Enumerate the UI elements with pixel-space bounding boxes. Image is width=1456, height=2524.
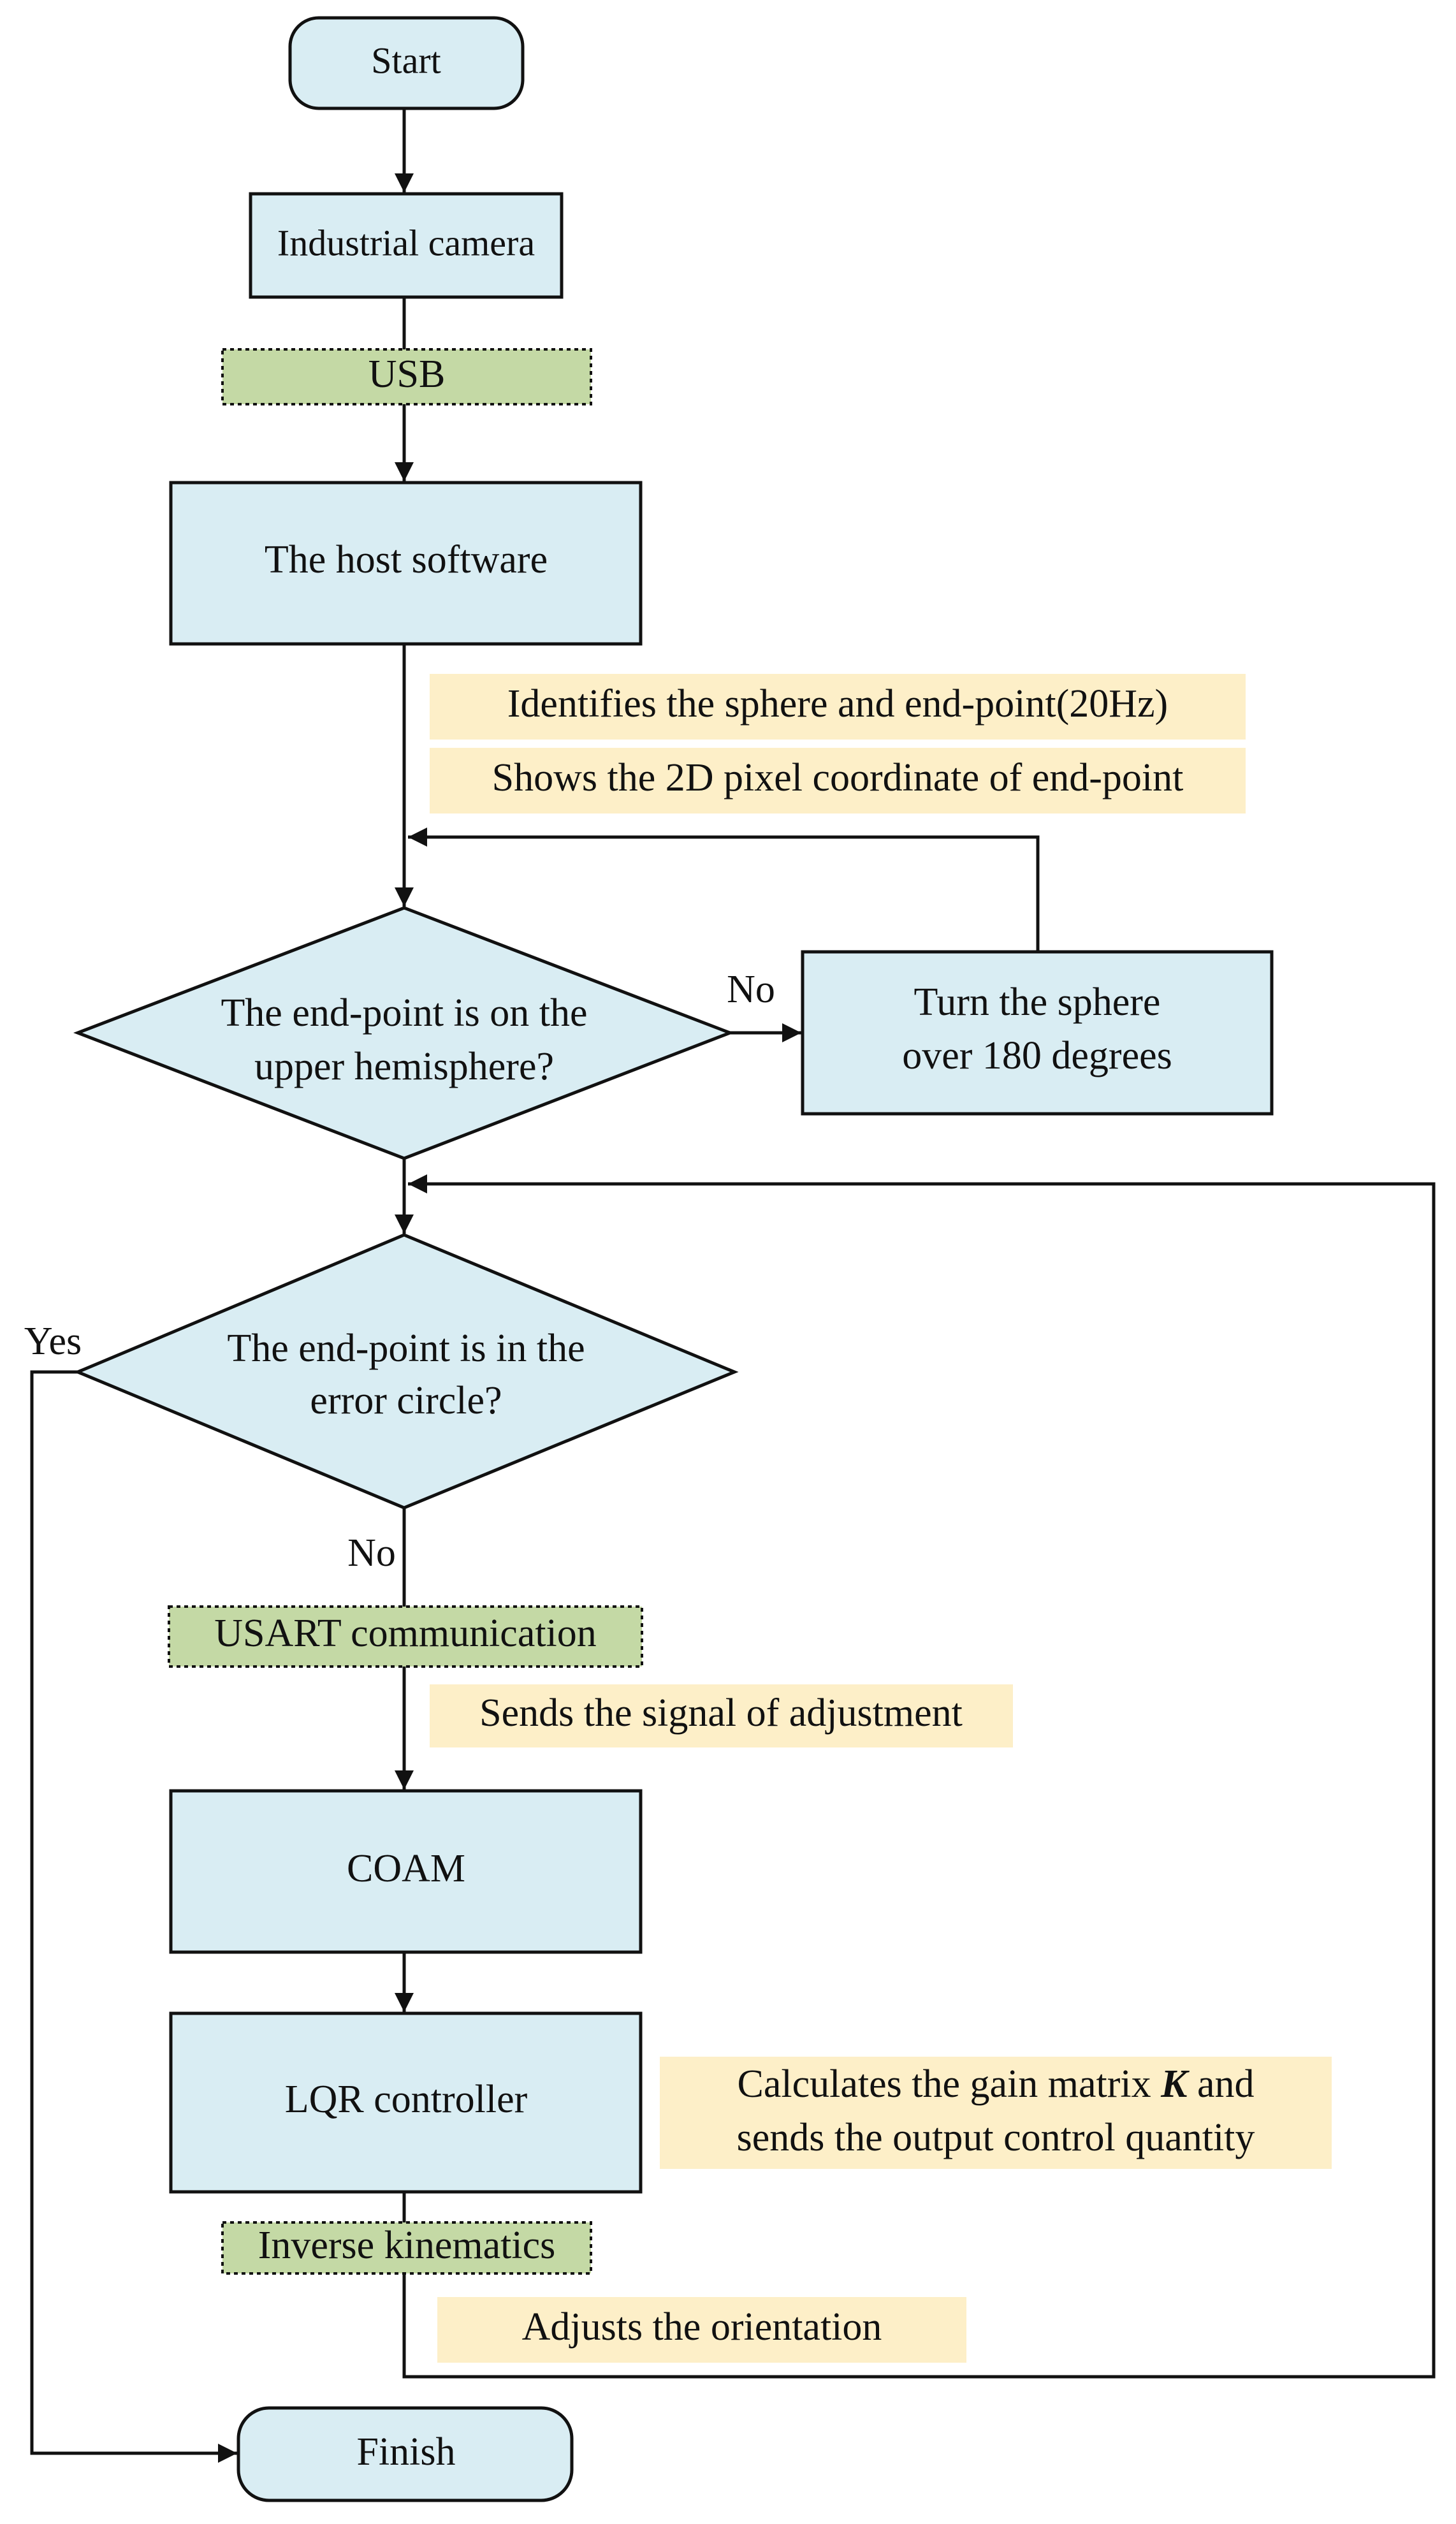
turn-line2: over 180 degrees — [902, 1034, 1172, 1077]
usart-interface: USART communication — [168, 1605, 643, 1668]
note-adjusts-text: Adjusts the orientation — [522, 2305, 882, 2349]
decision-error-circle: The end-point is in the error circle? — [73, 1233, 739, 1510]
note-gain-matrix: Calculates the gain matrix K and sends t… — [660, 2057, 1332, 2169]
edge-turn-loop-back — [408, 828, 1040, 952]
decision-upper-line1: The end-point is on the — [221, 991, 587, 1035]
usart-label: USART communication — [214, 1612, 597, 1655]
camera-process: Industrial camera — [249, 192, 564, 299]
note-sends-text: Sends the signal of adjustment — [479, 1691, 963, 1735]
note-show: Shows the 2D pixel coordinate of end-poi… — [430, 748, 1246, 813]
note-identify: Identifies the sphere and end-point(20Hz… — [430, 674, 1246, 740]
host-process: The host software — [169, 481, 643, 646]
decision-circle-line1: The end-point is in the — [227, 1327, 585, 1370]
connectors — [30, 108, 1436, 2463]
host-label: The host software — [265, 538, 548, 581]
inverse-kinematics-interface: Inverse kinematics — [221, 2221, 592, 2275]
turn-sphere-process: Turn the sphere over 180 degrees — [801, 950, 1274, 1116]
edge-adjust-loop-back — [402, 1174, 1436, 2379]
turn-line1: Turn the sphere — [914, 981, 1161, 1024]
decision-circle-line2: error circle? — [310, 1379, 502, 1422]
edge-decision-circle-yes — [30, 1370, 237, 2463]
camera-label: Industrial camera — [277, 222, 535, 263]
edge-label-yes-circle: Yes — [24, 1320, 82, 1363]
lqr-process: LQR controller — [169, 2011, 643, 2194]
usb-label: USB — [368, 353, 446, 396]
usb-interface: USB — [221, 348, 592, 405]
decision-upper-line2: upper hemisphere? — [254, 1045, 554, 1088]
gain-matrix-symbol: K — [1160, 2062, 1190, 2106]
finish-terminal: Finish — [237, 2406, 574, 2502]
finish-label: Finish — [356, 2430, 455, 2474]
decision-upper-hemisphere: The end-point is on the upper hemisphere… — [73, 906, 734, 1160]
note-identify-text: Identifies the sphere and end-point(20Hz… — [507, 682, 1168, 726]
coam-process: COAM — [169, 1789, 643, 1954]
note-gain-line1: Calculates the gain matrix K and — [738, 2062, 1255, 2106]
note-adjusts: Adjusts the orientation — [437, 2297, 966, 2363]
note-gain-line2: sends the output control quantity — [737, 2116, 1255, 2159]
start-terminal: Start — [288, 16, 525, 110]
edge-label-no-upper: No — [727, 968, 775, 1011]
edge-label-no-circle: No — [347, 1531, 396, 1575]
note-sends: Sends the signal of adjustment — [430, 1684, 1013, 1747]
lqr-label: LQR controller — [285, 2078, 528, 2121]
coam-label: COAM — [347, 1847, 465, 1890]
start-label: Start — [371, 40, 441, 81]
note-show-text: Shows the 2D pixel coordinate of end-poi… — [492, 756, 1184, 799]
inverse-label: Inverse kinematics — [258, 2224, 556, 2267]
